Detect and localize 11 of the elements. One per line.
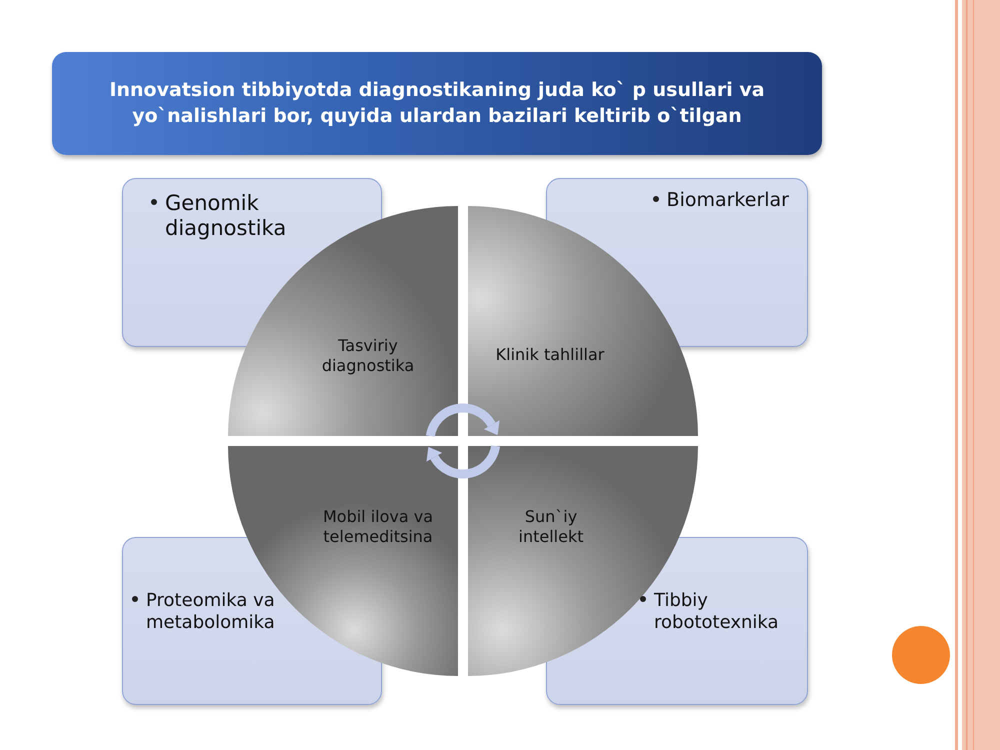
bullet-text: Biomarkerlar [666, 189, 789, 212]
title-text: Innovatsion tibbiyotda diagnostikaning juda ko` p usullari va yo`nalishlari bor, quyida ulardan bazilari keltirib o`tilgan [108, 78, 766, 128]
bullet-text: Proteomika va metabolomika [146, 590, 276, 634]
segment-label: Mobil ilova va telemeditsina [322, 507, 434, 547]
bullet-text: Genomik diagnostika [165, 191, 288, 241]
segment-label: Sun`iy intellekt [518, 507, 584, 547]
cycle-arrow [426, 404, 500, 437]
cycle-arrow [426, 445, 500, 478]
segment-label: Tasviriy diagnostika [320, 336, 416, 376]
bullet-text: Tibbiy robototexnika [654, 590, 780, 634]
segment-label: Klinik tahlillar [494, 345, 606, 365]
